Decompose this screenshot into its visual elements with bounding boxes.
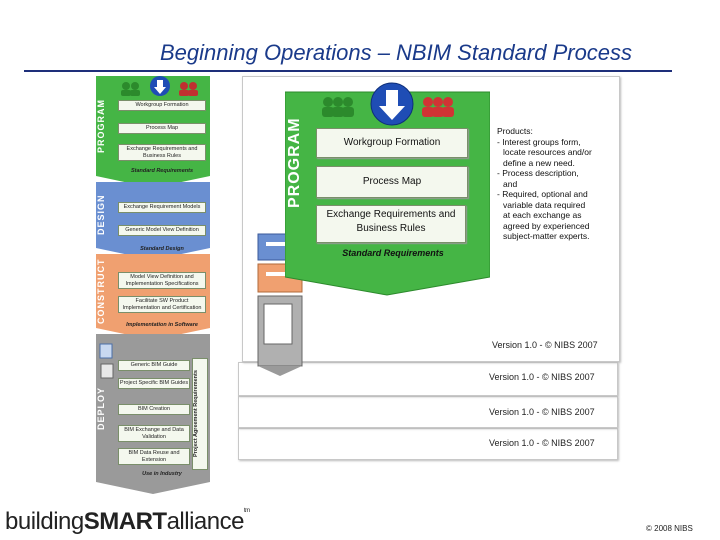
people-icon [422,97,454,117]
products-line: and [503,178,518,189]
program-box-exchange: Exchange Requirements and Business Rules [118,144,206,161]
design-footer: Standard Design [140,246,184,252]
logo-part-building: building [5,508,84,535]
design-box-er-models: Exchange Requirement Models [118,202,206,213]
document-icon [100,363,114,379]
products-description: Products: - Interest groups form, locate… [497,126,609,242]
down-arrow-icon [370,82,414,126]
version-label-3: Version 1.0 - © NIBS 2007 [489,407,595,417]
products-line: - Process description, [497,168,579,178]
panel-design [238,362,618,396]
program-box-workgroup: Workgroup Formation [118,100,206,111]
logo-part-alliance: alliance [166,508,245,535]
design-box-mvd: Generic Model View Definition [118,225,206,236]
phase-design: DESIGN Exchange Requirement Models Gener… [96,182,210,260]
people-icon [322,97,354,117]
products-line: - Interest groups form, [497,136,581,147]
program-detail-label: PROGRAM [286,117,303,209]
deploy-side-label: Project Agreement Requirements [192,358,208,470]
deploy-box-exchange-validation: BIM Exchange and Data Validation [118,425,190,442]
products-line: subject-matter experts. [503,231,590,241]
program-detail-icons [322,82,454,126]
products-line: - Required, optional and [497,189,588,199]
detail-box-workgroup: Workgroup Formation [316,128,468,158]
program-box-process-map: Process Map [118,123,206,134]
version-label-2: Version 1.0 - © NIBS 2007 [489,372,595,382]
logo-part-smart: SMART [83,508,167,535]
products-line: locate resources and/or [503,147,592,157]
products-line: variable data required [503,199,586,210]
phase-design-label: DESIGN [96,194,106,236]
copyright-text: © 2008 NIBS [646,524,693,533]
deploy-box-bim-creation: BIM Creation [118,404,190,415]
detail-box-exchange: Exchange Requirements and Business Rules [316,205,466,243]
construct-box-mvd-specs: Model View Definition and Implementation… [118,272,206,289]
title-divider [24,70,672,72]
deploy-box-reuse: BIM Data Reuse and Extension [118,448,190,465]
phase-program: PROGRAM Workgroup Formation Process Map … [96,76,210,184]
logo-trademark: tm [243,508,250,514]
deploy-doc-icons [99,343,114,379]
phase-deploy: DEPLOY Generic BIM Guide Project Specifi… [96,334,210,484]
version-label-4: Version 1.0 - © NIBS 2007 [489,438,595,448]
detail-box-process-map: Process Map [316,166,468,198]
products-line: agreed by experienced [503,220,590,231]
construct-box-facilitate: Facilitate SW Product Implementation and… [118,296,206,313]
products-line: define a new need. [503,157,575,168]
products-line: at each exchange as [503,210,582,220]
detail-footer: Standard Requirements [342,248,444,258]
panel-construct [238,396,618,428]
people-icon [179,82,198,96]
page-title: Beginning Operations – NBIM Standard Pro… [160,40,633,65]
products-title: Products: [497,126,533,136]
down-arrow-icon [150,76,170,96]
deploy-box-generic-guide: Generic BIM Guide [118,360,190,371]
document-icon [99,343,113,359]
construct-footer: Implementation in Software [126,322,198,328]
buildingsmart-logo: buildingSMARTalliancetm [5,508,250,536]
phase-construct-label: CONSTRUCT [96,258,106,324]
design-chevron [96,182,210,260]
program-people-icons [121,76,198,96]
panel-deploy [238,428,618,460]
deploy-footer: Use in Industry [142,471,182,477]
phase-construct: CONSTRUCT Model View Definition and Impl… [96,254,210,340]
deploy-box-project-guides: Project Specific BIM Guides [118,378,190,389]
program-footer: Standard Requirements [130,168,194,174]
version-label-1: Version 1.0 - © NIBS 2007 [492,340,598,350]
people-icon [121,82,140,96]
phase-program-label: PROGRAM [96,99,106,153]
